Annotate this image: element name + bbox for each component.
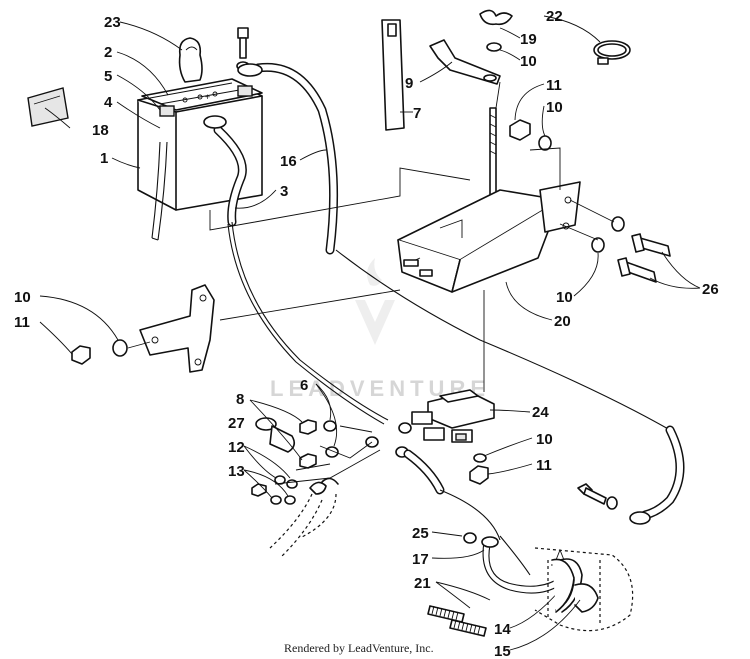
callout-label: 10 [536, 431, 553, 448]
battery: + [137, 78, 263, 211]
nut-25 [463, 532, 477, 544]
callout-label: 18 [92, 122, 109, 139]
callout-label: 25 [412, 525, 429, 542]
reference-lines [127, 81, 615, 485]
callout-label: 20 [554, 313, 571, 330]
nut-right [509, 119, 531, 141]
main-cable-run [335, 249, 685, 525]
ground-cable [231, 221, 389, 421]
wire-harness [482, 535, 561, 594]
svg-text:+: + [205, 92, 210, 102]
footer-credit: Rendered by LeadVenture, Inc. [284, 641, 434, 655]
callout-label: 9 [405, 75, 413, 92]
hold-down-bracket [429, 39, 501, 85]
callout-label: 21 [414, 575, 431, 592]
callout-label: 7 [413, 105, 421, 122]
washer-left [112, 339, 128, 357]
callout-label: 12 [228, 439, 245, 456]
callout-label: 22 [546, 8, 563, 25]
callout-labels: 23 2 5 4 18 1 16 3 7 9 19 10 22 11 10 26… [14, 8, 719, 659]
wing-nut [479, 9, 513, 26]
callout-label: 1 [100, 150, 108, 167]
vent-tube [151, 141, 161, 239]
callout-label: 23 [104, 14, 121, 31]
callout-label: 14 [494, 621, 511, 638]
callout-label: 10 [14, 289, 31, 306]
callout-label: 13 [228, 463, 245, 480]
callout-label: 24 [532, 404, 549, 421]
washer-right [538, 135, 552, 151]
washer-solenoid [473, 453, 487, 463]
callout-label: 16 [280, 153, 297, 170]
washer-top [486, 42, 502, 52]
callout-label: 11 [536, 457, 552, 474]
callout-label: 26 [702, 281, 719, 298]
ring-terminal [481, 536, 499, 548]
terminal-boot [255, 417, 296, 453]
springs [427, 605, 487, 637]
callout-label: 3 [280, 183, 288, 200]
bolt-lower-right [577, 483, 618, 510]
starter-clamp [551, 548, 575, 613]
callout-label: 17 [412, 551, 429, 568]
starter-solenoid [411, 389, 495, 443]
callout-label: 5 [104, 68, 112, 85]
starter-motor [534, 547, 634, 632]
callout-label: 11 [546, 77, 562, 94]
cable-16 [237, 62, 339, 255]
nut-left [71, 345, 91, 365]
watermark-logo [355, 258, 395, 345]
callout-label: 10 [556, 289, 573, 306]
mounting-hardware-right [591, 216, 671, 283]
hose-clamp [593, 40, 631, 65]
callout-label: 4 [104, 94, 113, 111]
cable-3 [203, 115, 247, 227]
battery-box [397, 181, 581, 293]
callout-label: 10 [546, 99, 563, 116]
starter-cable [403, 449, 501, 541]
callout-label: 15 [494, 643, 511, 659]
callout-label: 6 [300, 377, 308, 394]
callout-label: 19 [520, 31, 537, 48]
wire-leads [269, 477, 339, 557]
terminal-cap [178, 37, 203, 83]
nut-solenoid [469, 465, 489, 485]
left-bracket [139, 284, 215, 373]
callout-label: 10 [520, 53, 537, 70]
callout-label: 11 [14, 314, 30, 331]
callout-label: 8 [236, 391, 244, 408]
callout-label: 2 [104, 44, 112, 61]
leader-lines [39, 15, 701, 651]
hold-down-strap [381, 19, 405, 131]
callout-label: 27 [228, 415, 245, 432]
decal [27, 87, 69, 127]
